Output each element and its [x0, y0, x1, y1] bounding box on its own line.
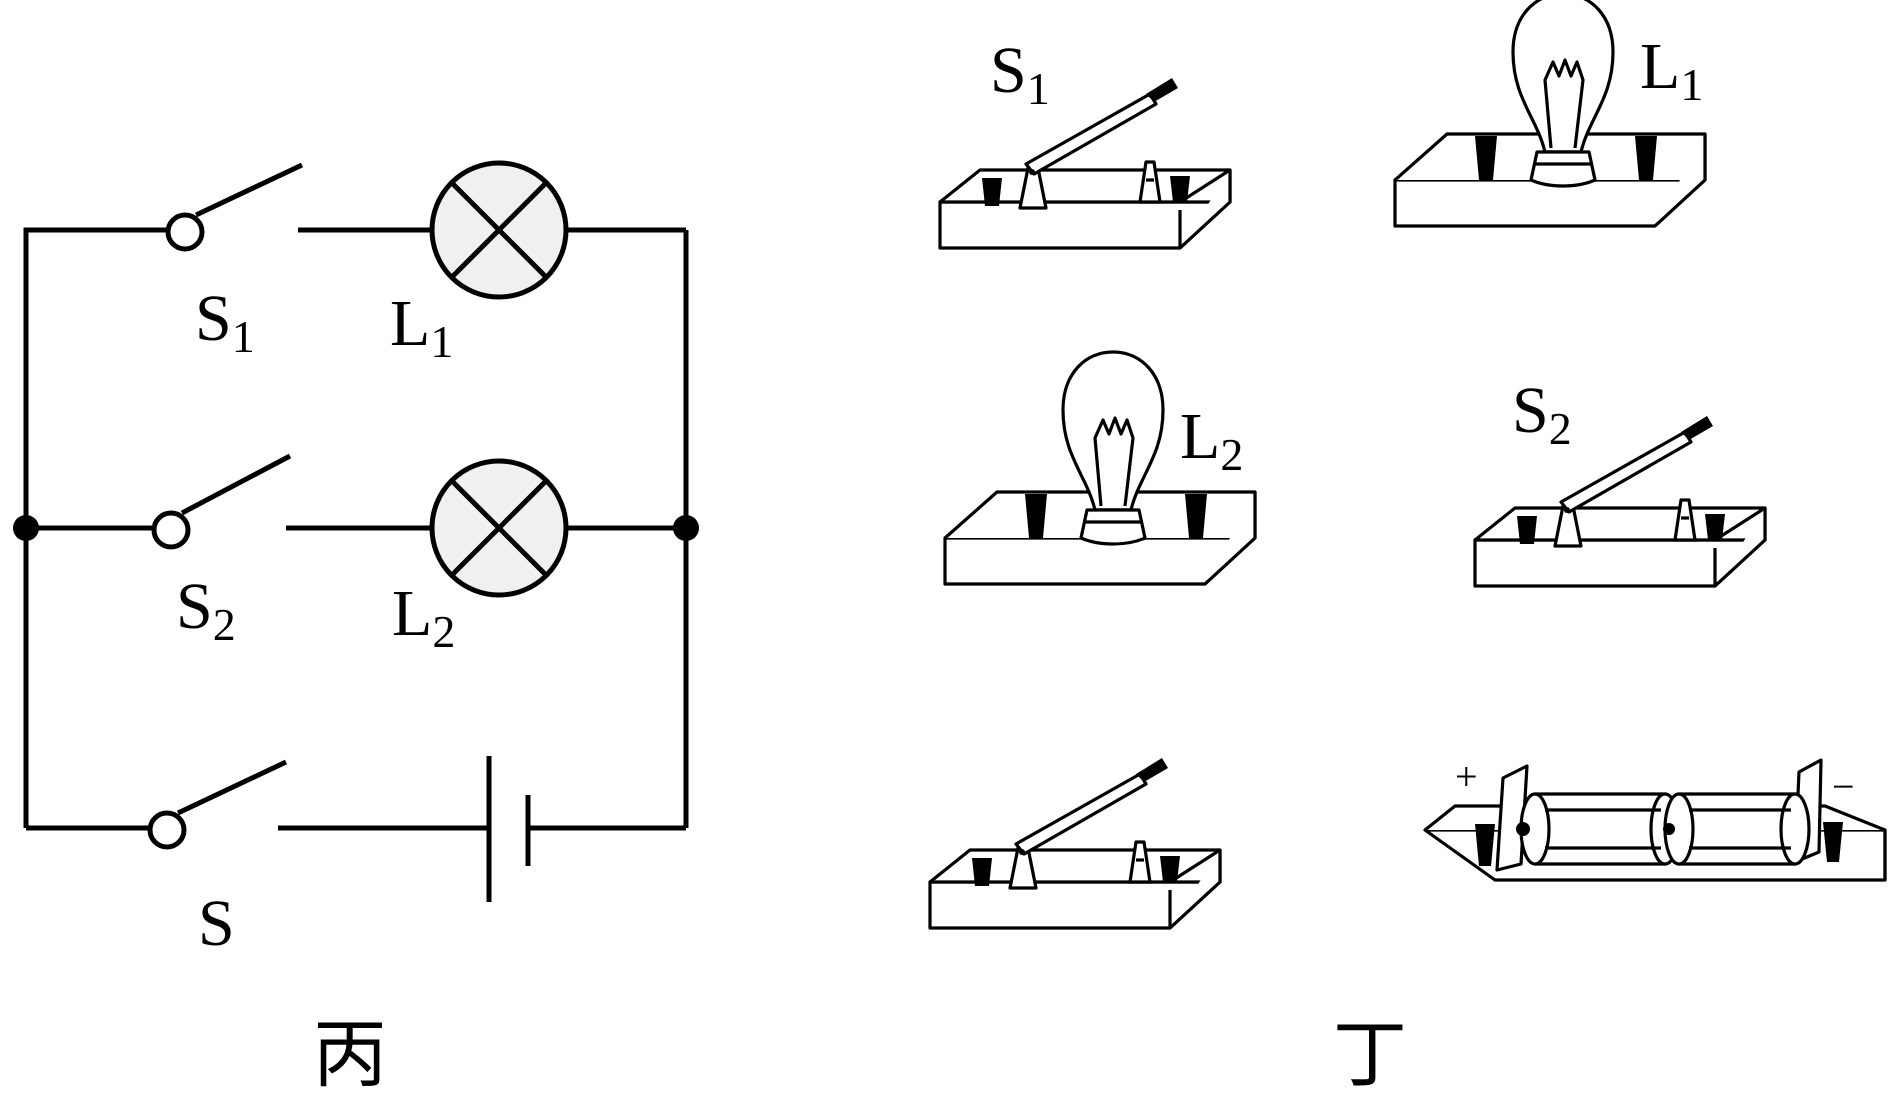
battery-plus-label: + — [1455, 754, 1478, 799]
label-l2-physical: L2 — [1180, 400, 1243, 480]
label-s2-physical: S2 — [1512, 374, 1572, 454]
switch-s-board — [928, 756, 1222, 930]
junction-right-dot — [673, 515, 699, 541]
label-s1-physical: S1 — [990, 34, 1050, 114]
label-l1: L1 — [390, 287, 453, 367]
circuit-diagram: S1 L1 S2 L2 S 丙 — [13, 160, 699, 1098]
label-s: S — [198, 887, 235, 960]
label-l2: L2 — [392, 577, 455, 657]
caption-figure-d: 丁 — [1333, 1012, 1407, 1098]
label-l1-physical: L1 — [1640, 30, 1703, 110]
label-s2: S2 — [176, 570, 236, 650]
caption-figure-c: 丙 — [313, 1012, 387, 1098]
battery-symbol — [486, 756, 531, 902]
label-s1: S1 — [195, 282, 255, 362]
battery-minus-label: − — [1832, 764, 1855, 809]
lamp-l1-symbol — [429, 160, 569, 300]
battery-holder — [1423, 758, 1887, 882]
switch-s-symbol — [147, 759, 288, 850]
physical-components: S1 L1 L2 S2 + − 丁 — [928, 0, 1887, 1098]
switch-s1-board — [938, 76, 1232, 250]
wire-left-rail — [23, 227, 166, 828]
junction-left-dot — [13, 515, 39, 541]
switch-s1-symbol — [165, 162, 304, 252]
lamp-l2-symbol — [429, 458, 569, 598]
switch-s2-symbol — [151, 453, 292, 550]
